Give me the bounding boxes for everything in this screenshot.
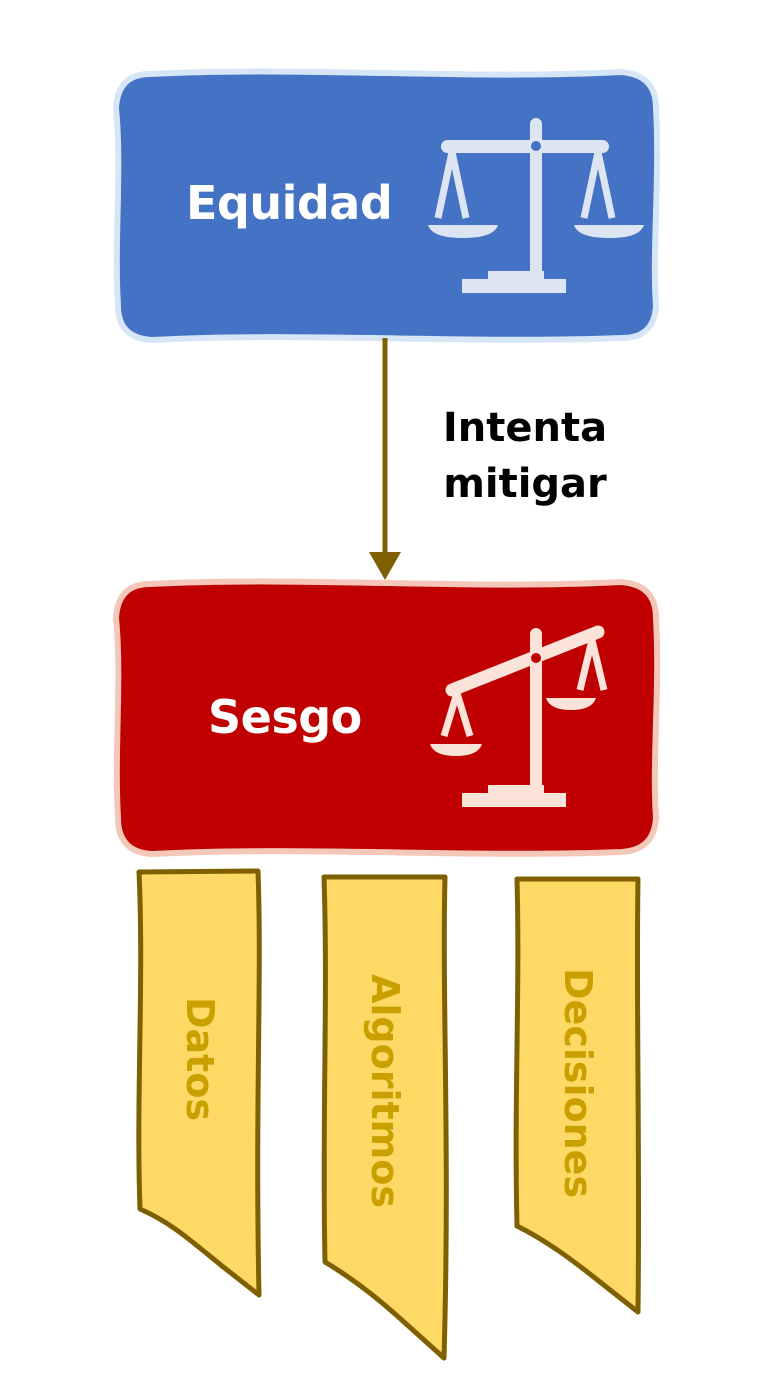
equidad-label: Equidad <box>186 176 393 230</box>
equidad-node: Equidad <box>118 72 656 340</box>
banner-datos <box>136 868 262 1298</box>
banner-label-algoritmos: Algoritmos <box>363 974 407 1208</box>
edge-label-line-1: Intenta <box>442 405 608 451</box>
banner-label-decisiones: Decisiones <box>556 968 600 1199</box>
balanced-scale-icon <box>428 118 644 293</box>
banner-algoritmos <box>321 874 449 1361</box>
banner-decisiones <box>513 876 642 1315</box>
tilted-scale-icon <box>430 625 608 807</box>
mitigates-arrow <box>369 338 401 580</box>
edge-label: Intenta mitigar <box>420 400 630 512</box>
banner-label-datos: Datos <box>178 997 222 1122</box>
sesgo-node: Sesgo <box>118 582 656 854</box>
edge-label-line-2: mitigar <box>443 461 607 507</box>
sesgo-label: Sesgo <box>208 690 362 744</box>
